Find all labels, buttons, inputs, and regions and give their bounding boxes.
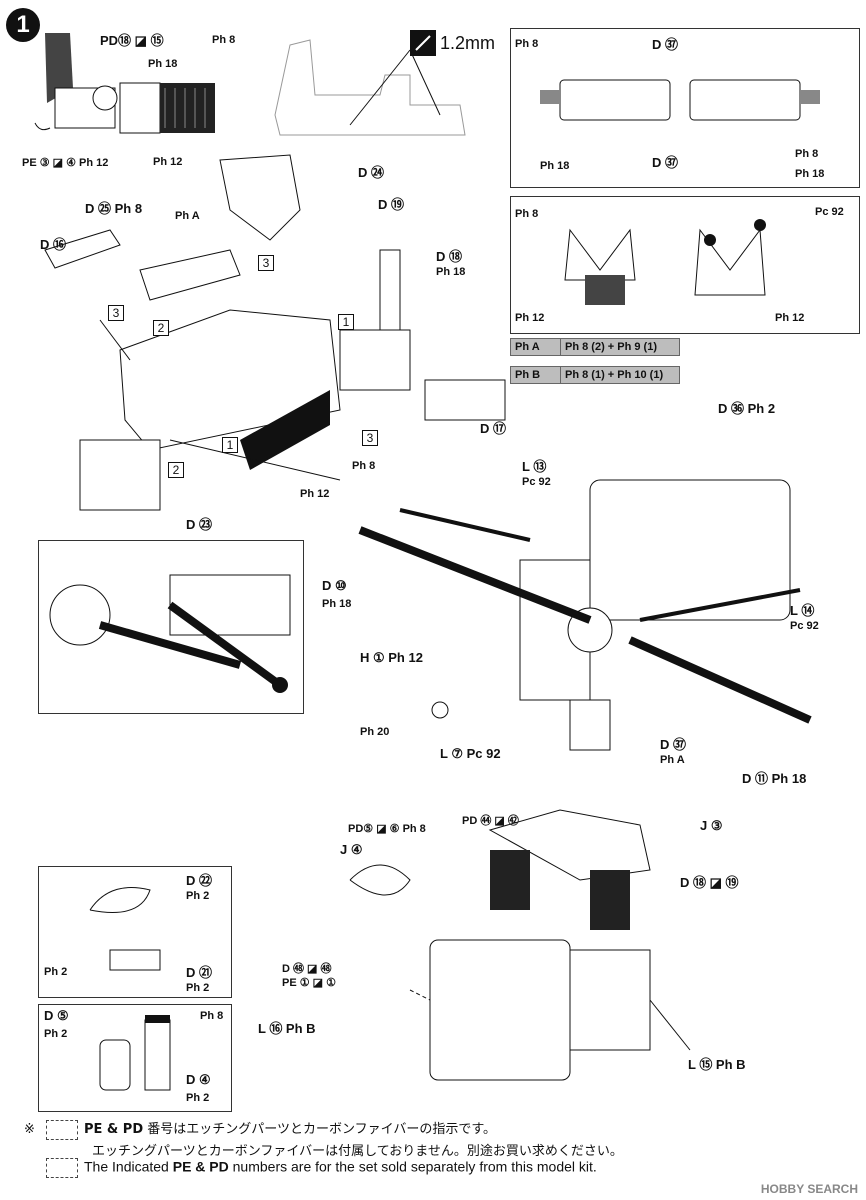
dashed-box-icon-2	[46, 1158, 78, 1178]
label-l14: L ⑭	[790, 603, 815, 618]
label-ph12-a: Ph 12	[153, 156, 183, 168]
label-d10: D ⑩	[322, 578, 347, 593]
label-pd5: PD⑤ ◪ ⑥ Ph 8	[348, 823, 426, 835]
label-d16: D ⑯	[40, 237, 67, 252]
label-d11: D ⑪ Ph 18	[742, 771, 807, 786]
label-h1: H ① Ph 12	[360, 650, 423, 665]
label-d48: D ㊽ ◪ ㊽	[282, 963, 332, 975]
label-d5: D ⑤	[44, 1008, 69, 1023]
note-mark: ※	[24, 1122, 35, 1137]
label-pd44: PD ㊹ ◪ ㊷	[462, 815, 519, 827]
label-d36: D ㊱ Ph 2	[718, 401, 776, 416]
note-jp1-text: 番号はエッチングパーツとカーボンファイバーの指示です。	[143, 1122, 497, 1137]
step-ref-2b: 2	[168, 462, 184, 478]
label-pc92-c: Pc 92	[790, 620, 819, 632]
label-ph-a2: Ph A	[660, 754, 685, 766]
label-ph12-b: Ph 12	[515, 312, 545, 324]
valve-cover-drawing	[540, 79, 820, 121]
legend-b-key: Ph B	[510, 366, 564, 384]
step-ref-3b: 3	[108, 305, 124, 321]
label-ph18-b: Ph 18	[540, 160, 570, 172]
pump-detail-drawing	[99, 1015, 171, 1091]
label-ph8-d: Ph 8	[515, 208, 539, 220]
drill-icon	[410, 30, 436, 56]
label-pc92-a: Pc 92	[815, 206, 844, 218]
label-ph2-a: Ph 2	[186, 890, 210, 902]
note-jp-line1: PE & PD 番号はエッチングパーツとカーボンファイバーの指示です。	[46, 1118, 496, 1140]
rear-suspension-drawing	[358, 479, 812, 751]
label-ph8-e: Ph 8	[352, 460, 376, 472]
label-l7: L ⑦ Pc 92	[440, 746, 501, 761]
label-ph18-e: Ph 18	[322, 598, 352, 610]
label-ph2-d: Ph 2	[44, 1028, 68, 1040]
label-ph8-a: Ph 8	[212, 34, 236, 46]
label-pd18: PD⑱ ◪ ⑮	[100, 33, 164, 48]
label-d37-b: D ㊲	[652, 155, 679, 170]
frame-assembly-drawing	[44, 154, 506, 511]
step-ref-1b: 1	[222, 437, 238, 453]
note-jp-line2: エッチングパーツとカーボンファイバーは付属しておりません。別途お買い求めください…	[92, 1144, 623, 1159]
watermark: HOBBY SEARCH	[760, 1182, 858, 1196]
label-d18-b: D ⑱ ◪ ⑲	[680, 875, 739, 890]
step-ref-3c: 3	[362, 430, 378, 446]
step-ref-2a: 2	[153, 320, 169, 336]
frame-outline-drawing	[274, 39, 466, 136]
label-l13: L ⑬	[522, 459, 547, 474]
intake-detail-drawing	[89, 887, 161, 971]
label-ph12-d: Ph 12	[300, 488, 330, 500]
label-d19: D ⑲	[378, 197, 405, 212]
label-d23: D ㉓	[186, 517, 213, 532]
suspension-detail-drawing	[49, 574, 291, 693]
label-l15: L ⑮ Ph B	[688, 1057, 746, 1072]
pump-detail-panel	[38, 1004, 232, 1112]
step-ref-3a: 3	[258, 255, 274, 271]
note-en-prefix: The Indicated	[84, 1158, 169, 1175]
label-pc92-b: Pc 92	[522, 476, 551, 488]
dashed-box-icon	[46, 1119, 78, 1140]
label-ph8-c: Ph 8	[795, 148, 819, 160]
label-ph18-a: Ph 18	[148, 58, 178, 70]
step-ref-1a: 1	[338, 314, 354, 330]
legend-a-key: Ph A	[510, 338, 564, 356]
label-d37-a: D ㊲	[652, 37, 679, 52]
label-ph20: Ph 20	[360, 726, 390, 738]
label-l16: L ⑯ Ph B	[258, 1021, 316, 1036]
label-d18: D ⑱	[436, 249, 463, 264]
label-ph8-f: Ph 8	[200, 1010, 224, 1022]
label-d21: D ㉑	[186, 965, 213, 980]
label-pe1: PE ① ◪ ①	[282, 977, 336, 989]
label-ph-a: Ph A	[175, 210, 200, 222]
label-d25: D ㉕ Ph 8	[85, 201, 143, 216]
note-jp-prefix: PE & PD	[84, 1122, 144, 1137]
step-number-badge: 1	[6, 8, 40, 42]
label-d22: D ㉒	[186, 873, 213, 888]
label-d4: D ④	[186, 1072, 211, 1087]
label-j3: J ③	[700, 818, 723, 833]
note-en-mid: PE & PD	[172, 1158, 229, 1175]
label-ph18-d: Ph 18	[436, 266, 466, 278]
label-j4: J ④	[340, 842, 363, 857]
label-d24: D ㉔	[358, 165, 385, 180]
drill-size: 1.2mm	[440, 33, 496, 53]
gearbox-detail-drawing	[34, 33, 215, 134]
label-d17: D ⑰	[480, 421, 507, 436]
label-ph8-b: Ph 8	[515, 38, 539, 50]
label-pe3: PE ③ ◪ ④ Ph 12	[22, 157, 109, 169]
label-ph18-c: Ph 18	[795, 168, 825, 180]
legend-b-value: Ph 8 (1) + Ph 10 (1)	[560, 366, 680, 384]
label-ph12-c: Ph 12	[775, 312, 805, 324]
legend-a-value: Ph 8 (2) + Ph 9 (1)	[560, 338, 680, 356]
label-ph2-c: Ph 2	[186, 982, 210, 994]
label-ph2-e: Ph 2	[186, 1092, 210, 1104]
note-en-rest: numbers are for the set sold separately …	[228, 1158, 597, 1175]
note-en-line: The Indicated PE & PD numbers are for th…	[46, 1158, 597, 1178]
label-ph2-b: Ph 2	[44, 966, 68, 978]
engine-assembly-drawing	[349, 809, 691, 1081]
engine-block-drawing	[564, 219, 766, 305]
label-d37-c: D ㊲	[660, 737, 687, 752]
